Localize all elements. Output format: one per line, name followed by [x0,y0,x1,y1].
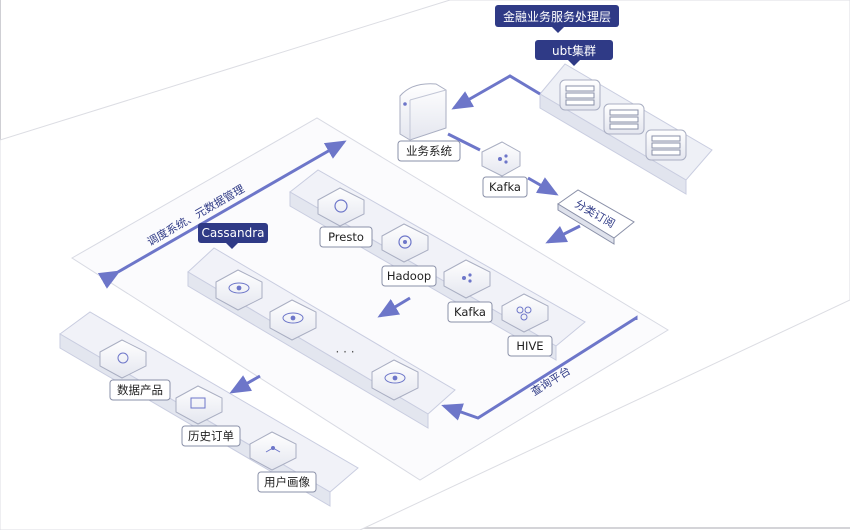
cassandra-label: Cassandra [198,223,268,249]
ubt-server-2 [603,103,645,135]
history-order-text: 历史订单 [188,429,234,443]
cassandra-node-3-icon [371,359,419,401]
data-product-text: 数据产品 [117,383,163,397]
ubt-cluster-label-text: ubt集群 [552,43,596,58]
user-portrait-text: 用户画像 [264,475,310,489]
hive-chip-icon [501,293,549,333]
history-order-chip-icon [175,385,223,425]
business-system-server-icon [399,83,447,141]
kafka-top-chip-icon [481,141,521,177]
data-product-label: 数据产品 [109,379,171,401]
presto-chip-icon [317,187,365,227]
business-system-text: 业务系统 [406,144,452,158]
presto-text: Presto [328,230,364,244]
business-system-label: 业务系统 [397,140,461,162]
presto-label: Presto [319,226,373,248]
kafka-top-label: Kafka [482,176,528,198]
ubt-server-1 [559,79,601,111]
user-portrait-label: 用户画像 [257,471,317,493]
kafka-mid-chip-icon [443,259,491,299]
hive-text: HIVE [516,339,543,353]
hive-label: HIVE [507,335,553,357]
query-platform-arrow [441,315,638,421]
user-portrait-chip-icon [249,431,297,471]
business-to-kafka-line [447,132,481,152]
subscription-to-compute-arrow [545,224,581,244]
ubt-cluster-label: ubt集群 [535,40,613,66]
hadoop-chip-icon [381,223,429,263]
cassandra-node-1-icon [215,269,263,311]
service-layer-title-text: 金融业务服务处理层 [503,9,611,24]
cassandra-node-2-icon [269,299,317,341]
hadoop-label: Hadoop [381,265,437,287]
hadoop-text: Hadoop [387,269,431,283]
cassandra-to-products-arrow [229,374,261,394]
data-product-chip-icon [99,339,147,379]
kafka-mid-text: Kafka [454,305,486,319]
kafka-mid-label: Kafka [447,301,493,323]
scheduler-arrow [97,140,347,289]
service-layer-title: 金融业务服务处理层 [495,5,619,33]
kafka-to-subscription-arrow [527,176,559,196]
cassandra-ellipsis: · · · [335,345,354,359]
history-order-label: 历史订单 [181,425,241,447]
cassandra-label-text: Cassandra [201,226,264,240]
ubt-server-3 [645,129,687,161]
compute-to-cassandra-arrow [377,296,411,318]
kafka-top-text: Kafka [489,180,521,194]
cluster-to-business-arrow [451,74,541,110]
